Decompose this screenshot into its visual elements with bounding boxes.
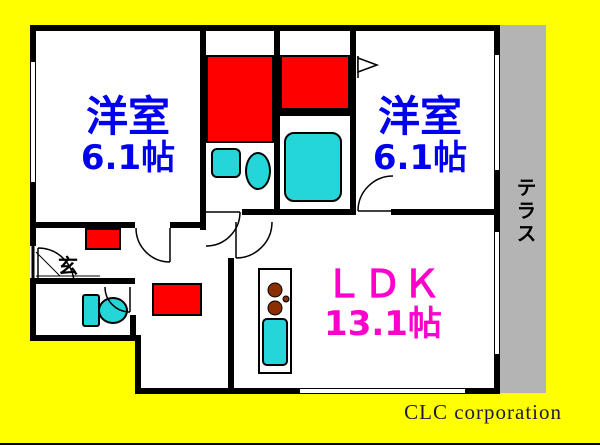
credit-text: CLC corporation [404, 400, 562, 424]
door-arc [104, 286, 131, 313]
door-arcs [37, 175, 394, 313]
ldk-label: ＬＤＫ 13.1帖 [293, 262, 473, 344]
wall [30, 25, 500, 31]
room-size: 13.1帖 [324, 303, 442, 344]
bedroom-right-label: 洋室 6.1帖 [340, 92, 500, 179]
wall [135, 335, 141, 394]
room-name: 洋室 [85, 92, 170, 141]
room-name: ＬＤＫ [324, 262, 442, 306]
bathtub [284, 132, 342, 202]
image-bottom-border [0, 443, 600, 445]
bedroom-left-label: 洋室 6.1帖 [48, 92, 208, 179]
window [494, 55, 500, 170]
wall [280, 110, 350, 116]
door-arc [235, 221, 273, 259]
door-arc [205, 211, 241, 247]
terrace-label: テラス [513, 177, 537, 246]
genkan-step-lines [35, 251, 100, 277]
kitchen-sink [262, 318, 288, 366]
wall [30, 278, 135, 284]
closet [280, 55, 350, 110]
wall [350, 25, 356, 215]
window [494, 232, 500, 354]
door-arc [135, 227, 171, 263]
closet [206, 55, 274, 143]
wall [274, 25, 280, 143]
room-name: 洋室 [377, 92, 462, 141]
wall [200, 25, 206, 230]
window [300, 388, 465, 394]
wall [391, 209, 500, 215]
entrance-label: 玄 [58, 254, 78, 278]
wall [228, 258, 234, 388]
wall [242, 209, 355, 215]
room-size: 6.1帖 [372, 138, 468, 179]
flag-symbol [357, 56, 380, 78]
storage-closet [152, 283, 202, 316]
room-size: 6.1帖 [80, 138, 176, 179]
washbasin [245, 152, 271, 190]
shoe-cabinet [85, 228, 121, 250]
washing-machine [211, 148, 241, 178]
wall [30, 284, 36, 341]
door-arc [357, 175, 394, 212]
stove-burners [267, 282, 290, 316]
window [30, 62, 36, 182]
wall [170, 222, 206, 228]
wall [130, 315, 136, 335]
wall [30, 335, 141, 341]
terrace-area: テラス [500, 25, 546, 393]
wall [30, 222, 135, 228]
wall [274, 143, 280, 209]
